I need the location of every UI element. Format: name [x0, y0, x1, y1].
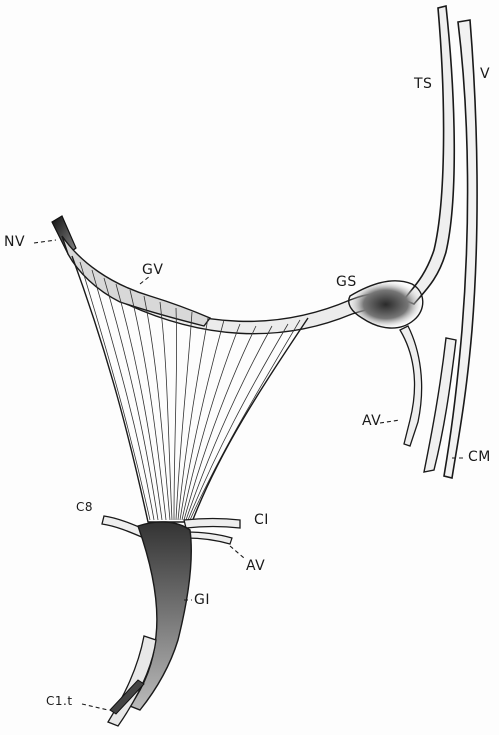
av-upper-branch: [400, 326, 422, 446]
label-nv: NV: [4, 234, 25, 250]
label-ci: CI: [254, 512, 269, 528]
av-lower-branch: [186, 532, 232, 544]
label-ts: TS: [414, 76, 432, 92]
label-av-upper: AV: [362, 413, 381, 429]
label-v: V: [480, 66, 490, 82]
sympathetic-trunk: [404, 6, 454, 304]
label-c8: C8: [76, 500, 93, 514]
label-av-lower: AV: [246, 558, 265, 574]
nerve-ci: [184, 519, 240, 529]
label-gs: GS: [336, 274, 357, 290]
fiber-fan: [80, 262, 300, 520]
label-gi: GI: [194, 592, 210, 608]
fiber-fan-outline: [72, 256, 308, 522]
label-cm: CM: [468, 449, 491, 465]
ganglion-gs: [349, 281, 423, 328]
label-gv: GV: [142, 262, 163, 278]
label-c1t: C1.t: [46, 694, 73, 708]
ganglion-gv: [62, 236, 210, 326]
